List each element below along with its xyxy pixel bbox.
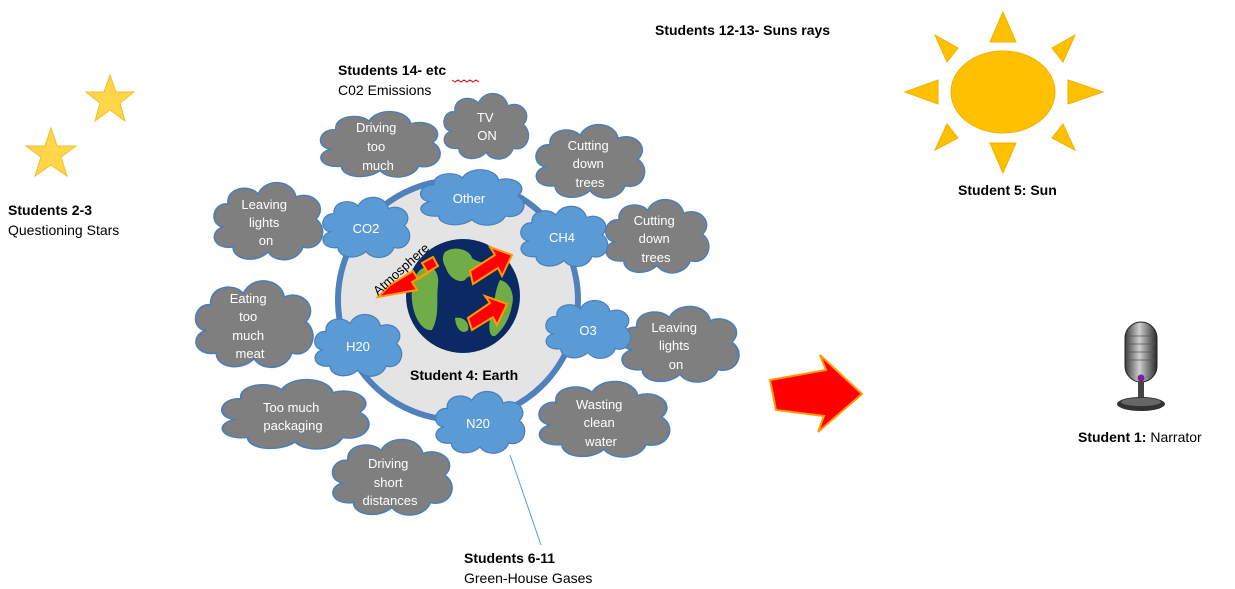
- spellcheck-squiggle: [451, 79, 480, 83]
- narrator-label-rest: Narrator: [1146, 429, 1202, 445]
- gas-label-n20: N20: [466, 416, 490, 431]
- gas-label-o3: O3: [579, 323, 596, 338]
- students14-title: Students 14- etc: [338, 62, 446, 78]
- emission-label-driving-short-distances: Driving short distances: [363, 456, 418, 508]
- gases-title: Students 6-11: [464, 550, 555, 566]
- stars-title: Students 2-3: [8, 202, 92, 218]
- connector-line: [509, 454, 542, 546]
- emission-label-leaving-lights-on-left: Leaving lights on: [241, 197, 290, 248]
- emission-label-driving-too-much: Driving too much: [356, 120, 400, 173]
- stars-subtitle: Questioning Stars: [8, 222, 119, 238]
- emission-label-wasting-clean-water: Wasting clean water: [576, 397, 626, 449]
- gas-label-ch4: CH4: [549, 230, 575, 245]
- gas-label-co2: CO2: [353, 221, 380, 236]
- emission-cloud-tv-on: [443, 92, 530, 160]
- narrator-label: Student 1: Narrator: [1078, 429, 1202, 445]
- emission-label-cutting-down-trees-2: Cutting down trees: [634, 213, 679, 265]
- sun-icon: [903, 10, 1105, 175]
- suns-rays-label: Students 12-13- Suns rays: [655, 22, 830, 38]
- emission-label-eating-too-much-meat: Eating too much meat: [230, 291, 271, 361]
- star-icon-lower: [24, 126, 78, 178]
- emission-label-cutting-down-trees-1: Cutting down trees: [568, 138, 613, 190]
- emission-label-tv-on: TV ON: [477, 110, 497, 143]
- gas-label-other: Other: [453, 191, 486, 206]
- star-icon-upper: [84, 73, 136, 123]
- students14-subtitle: C02 Emissions: [338, 82, 431, 98]
- heat-arrow-icons: [375, 245, 514, 332]
- earth-label: Student 4: Earth: [410, 367, 518, 383]
- narrator-label-bold: Student 1:: [1078, 429, 1146, 445]
- microphone-icon: [1117, 321, 1165, 411]
- sun-label: Student 5: Sun: [958, 182, 1057, 198]
- emission-label-leaving-lights-on-right: Leaving lights on: [651, 320, 700, 372]
- gas-label-h20: H20: [346, 339, 370, 354]
- gases-subtitle: Green-House Gases: [464, 570, 592, 586]
- emission-label-too-much-packaging: Too much packaging: [263, 400, 323, 433]
- big-red-arrow-icon: [768, 354, 864, 433]
